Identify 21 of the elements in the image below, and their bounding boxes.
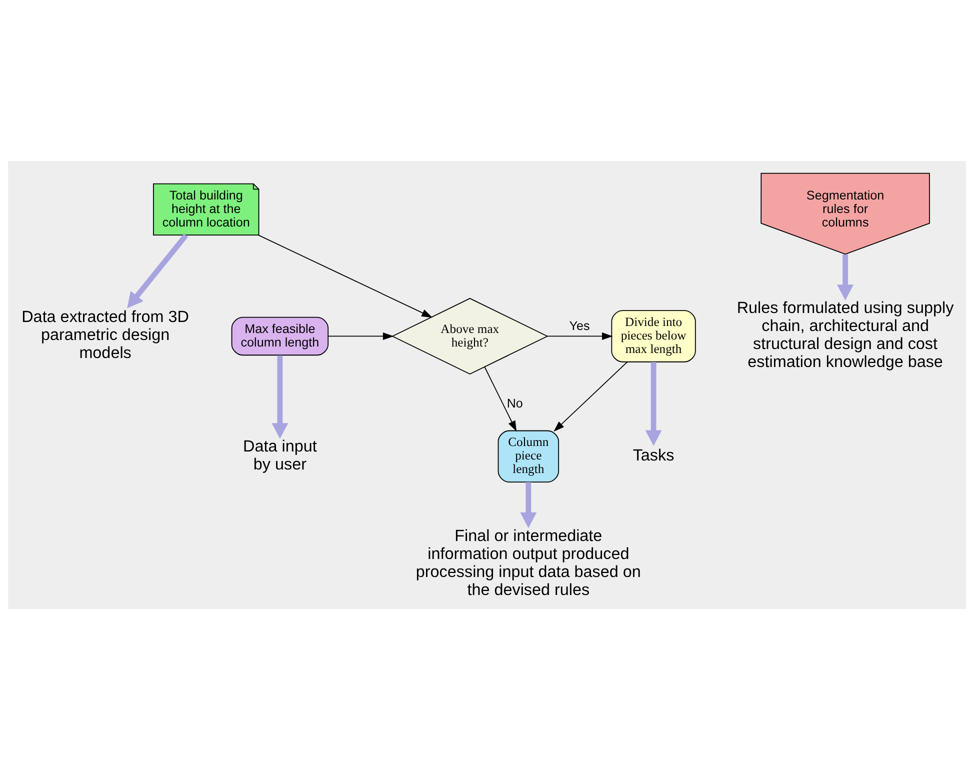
node-text: Rules formulated using supply chain, architectural and structural design and cost estimation knowledge base bbox=[736, 298, 954, 371]
arrow bbox=[484, 366, 517, 432]
node-text: Data extracted from 3D parametric design models bbox=[22, 308, 189, 362]
arrow bbox=[520, 482, 537, 528]
arrow bbox=[645, 361, 662, 446]
node-box: Divide into pieces below max length bbox=[611, 310, 696, 362]
arrow bbox=[547, 332, 613, 340]
node-text: Data input by user bbox=[243, 436, 317, 473]
node-box: Column piece length bbox=[498, 430, 560, 482]
node-text: Final or intermediate information output produced processing input data based on the devised rules bbox=[416, 526, 641, 598]
node-text: Tasks bbox=[632, 446, 674, 464]
node-box: Max feasible column length bbox=[231, 316, 329, 356]
edge-label: No bbox=[506, 396, 523, 410]
node-diamond: Above max height? bbox=[391, 297, 548, 374]
arrow bbox=[258, 234, 432, 318]
edge-label: Yes bbox=[569, 318, 590, 333]
arrow bbox=[554, 361, 628, 432]
arrow bbox=[127, 233, 188, 308]
arrow bbox=[328, 332, 394, 340]
arrow bbox=[272, 354, 288, 438]
arrow bbox=[837, 254, 854, 300]
